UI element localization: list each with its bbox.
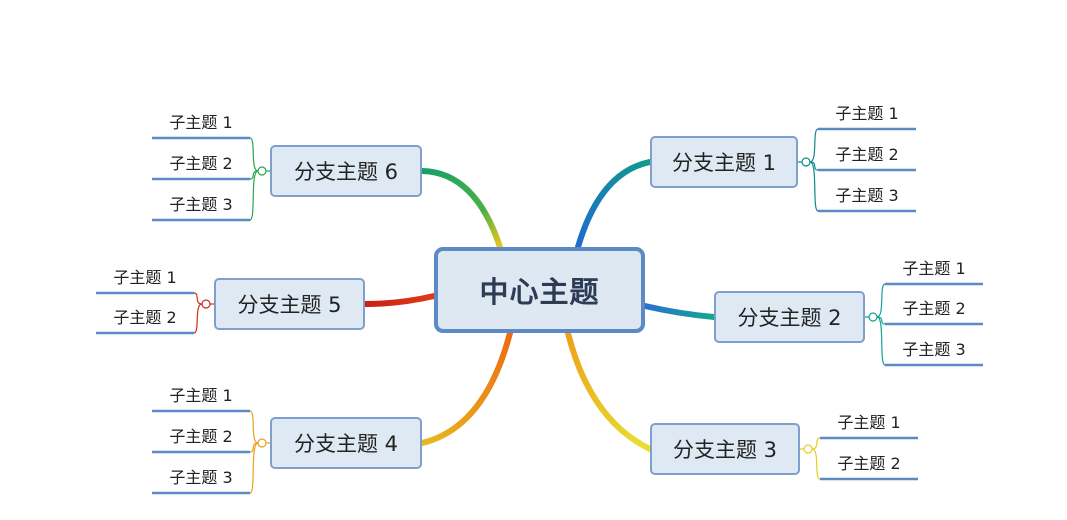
collapse-toggle-icon[interactable] [257, 438, 267, 448]
branch-2-sub-topic-2[interactable]: 子主题 2 [902, 299, 966, 318]
branch-topic-1[interactable]: 分支主题 1 [650, 136, 798, 188]
sub-connector [249, 442, 259, 494]
branch-1-sub-topic-2[interactable]: 子主题 2 [835, 145, 899, 164]
sub-connector [876, 316, 886, 366]
branch-5-sub-topic-1[interactable]: 子主题 1 [113, 268, 177, 287]
sub-connector [809, 128, 819, 163]
branch-connector-3 [565, 330, 653, 452]
sub-connector [193, 292, 203, 305]
branch-connector-4 [419, 330, 513, 446]
branch-3-sub-topic-1[interactable]: 子主题 1 [837, 413, 901, 432]
branch-topic-6[interactable]: 分支主题 6 [270, 145, 422, 197]
collapse-toggle-icon[interactable] [803, 444, 813, 454]
sub-connector [809, 161, 819, 212]
branch-2-sub-topic-3[interactable]: 子主题 3 [902, 340, 966, 359]
branch-4-sub-topic-2[interactable]: 子主题 2 [169, 427, 233, 446]
branch-connector-5 [362, 293, 437, 307]
sub-connector [811, 437, 821, 450]
branch-connector-1 [575, 159, 653, 250]
collapse-toggle-icon[interactable] [801, 157, 811, 167]
sub-connector [811, 448, 821, 480]
branch-6-sub-topic-3[interactable]: 子主题 3 [169, 195, 233, 214]
sub-connector [249, 170, 259, 221]
collapse-toggle-icon[interactable] [257, 166, 267, 176]
collapse-toggle-icon[interactable] [868, 312, 878, 322]
branch-connector-2 [642, 303, 717, 320]
branch-2-sub-topic-1[interactable]: 子主题 1 [902, 259, 966, 278]
branch-4-sub-topic-3[interactable]: 子主题 3 [169, 468, 233, 487]
branch-topic-5[interactable]: 分支主题 5 [214, 278, 365, 330]
central-topic[interactable]: 中心主题 [434, 247, 645, 333]
branch-6-sub-topic-1[interactable]: 子主题 1 [169, 113, 233, 132]
sub-connector [876, 283, 886, 318]
branch-5-sub-topic-2[interactable]: 子主题 2 [113, 308, 177, 327]
branch-6-sub-topic-2[interactable]: 子主题 2 [169, 154, 233, 173]
branch-topic-3[interactable]: 分支主题 3 [650, 423, 800, 475]
sub-connector [249, 410, 259, 444]
sub-connector [249, 137, 259, 172]
collapse-toggle-icon[interactable] [201, 299, 211, 309]
branch-connector-6 [419, 168, 503, 250]
branch-4-sub-topic-1[interactable]: 子主题 1 [169, 386, 233, 405]
branch-3-sub-topic-2[interactable]: 子主题 2 [837, 454, 901, 473]
branch-topic-2[interactable]: 分支主题 2 [714, 291, 865, 343]
sub-connector [193, 303, 203, 334]
branch-1-sub-topic-3[interactable]: 子主题 3 [835, 186, 899, 205]
branch-1-sub-topic-1[interactable]: 子主题 1 [835, 104, 899, 123]
branch-topic-4[interactable]: 分支主题 4 [270, 417, 422, 469]
